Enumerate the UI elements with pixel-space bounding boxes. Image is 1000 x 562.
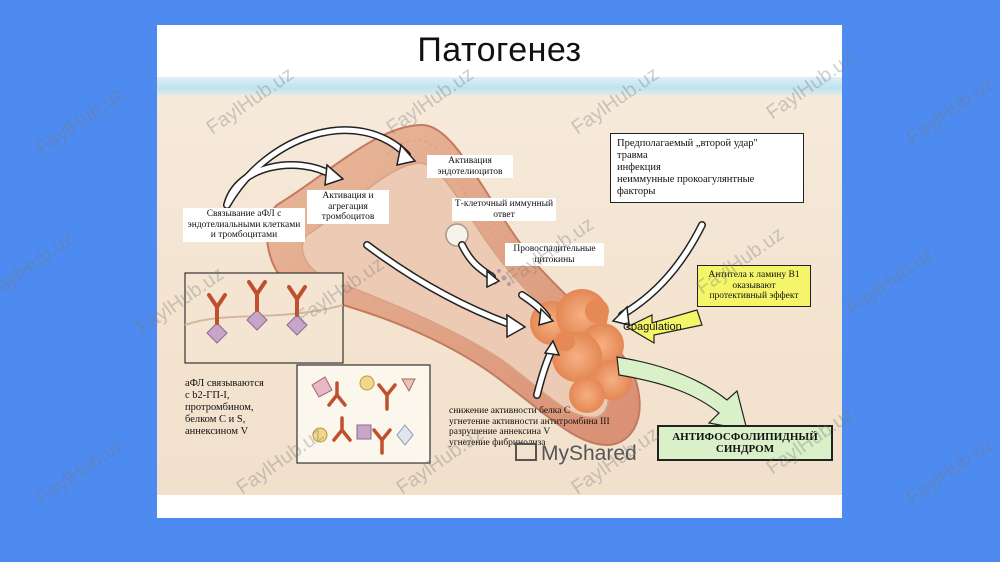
arrowhead-7 xyxy=(611,305,630,326)
second-hit-box: Предполагаемый „второй удар" травма инфе… xyxy=(610,133,804,203)
label-coagulation: Coagulation xyxy=(623,321,682,333)
label-cytokines: Провоспалительные цитокины xyxy=(505,243,604,266)
watermark: FaylHub.uz xyxy=(842,243,939,320)
myshared-logo: MyShared xyxy=(515,442,637,466)
receptors xyxy=(206,309,308,344)
antibodies xyxy=(207,280,307,325)
slide: Патогенез xyxy=(157,25,842,518)
vessel-lumen xyxy=(301,162,609,419)
watermark: FaylHub.uz xyxy=(32,83,129,160)
presentation-icon xyxy=(515,443,537,461)
bound-proteins xyxy=(311,375,416,446)
lamin-arrow xyxy=(625,309,703,345)
syndrome-box: АНТИФОСФОЛИПИДНЫЙ СИНДРОМ xyxy=(657,425,833,461)
t-cell xyxy=(445,223,469,247)
label-platelets: Активация и агрегация тромбоцитов xyxy=(307,190,389,224)
label-tcell: Т-клеточный иммунный ответ xyxy=(452,198,556,221)
title-band xyxy=(157,77,842,99)
effects-text: снижение активности белка С угнетение ак… xyxy=(449,406,610,448)
lamin-box: Антитела к ламину В1 оказывают протектив… xyxy=(697,265,811,307)
watermark: FaylHub.uz xyxy=(902,433,999,510)
arrowhead-5 xyxy=(538,307,555,327)
watermark: FaylHub.uz xyxy=(0,228,79,305)
arrowhead-4 xyxy=(486,269,501,289)
arrowhead-1 xyxy=(324,163,345,187)
arrow-second-hit-to-clot xyxy=(618,221,706,319)
arrowhead-3 xyxy=(506,313,527,339)
slide-title: Патогенез xyxy=(417,31,582,69)
afl-binding-text: аФЛ связываются с b2-ГП-I, протромбином,… xyxy=(185,378,264,437)
label-binding: Связывание аФЛ с эндотелиальными клеткам… xyxy=(183,208,305,242)
diagram-area: Активация и агрегация тромбоцитов Актива… xyxy=(157,95,842,495)
label-endothelium: Активация эндотелиоцитов xyxy=(427,155,513,178)
arrowhead-6 xyxy=(543,339,561,356)
watermark: FaylHub.uz xyxy=(902,73,999,150)
arrowhead-2 xyxy=(396,143,417,166)
watermark: FaylHub.uz xyxy=(32,433,129,510)
